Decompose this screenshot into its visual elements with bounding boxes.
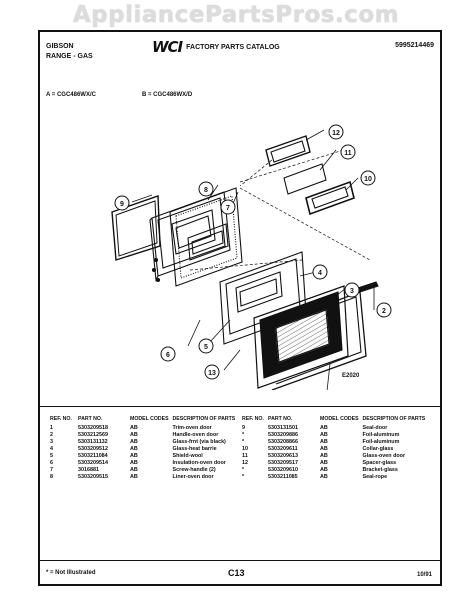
door-seal-part <box>111 195 161 261</box>
callout-2: 2 <box>376 302 392 318</box>
callout-9: 9 <box>114 195 130 211</box>
callout-6: 6 <box>160 346 176 362</box>
callout-11: 11 <box>340 144 356 160</box>
svg-text:7: 7 <box>226 205 230 212</box>
svg-text:5: 5 <box>204 344 208 351</box>
not-illustrated-note: * = Not Illustrated <box>46 570 96 576</box>
header-description: DESCRIPTION OF PARTS <box>362 416 426 422</box>
table-header-row: REF. NO. PART NO. MODEL CODES DESCRIPTIO… <box>48 416 249 425</box>
svg-text:2: 2 <box>382 308 386 315</box>
table-header-row: REF. NO. PART NO. MODEL CODES DESCRIPTIO… <box>240 416 435 425</box>
svg-text:13: 13 <box>208 370 216 377</box>
svg-text:4: 4 <box>318 270 322 277</box>
callout-5: 5 <box>198 338 214 354</box>
callout-3: 3 <box>344 282 360 298</box>
callout-13: 13 <box>204 364 220 380</box>
svg-text:9: 9 <box>120 201 124 208</box>
table-top-rule <box>40 406 440 407</box>
header-part: PART NO. <box>268 416 293 422</box>
product-category: RANGE - GAS <box>46 53 93 60</box>
watermark: AppliancePartsPros.com <box>72 2 400 28</box>
door-trim-part <box>267 291 367 390</box>
callout-7: 7 <box>220 199 236 215</box>
callout-4: 4 <box>312 264 328 280</box>
model-b: B = CGC486WX/D <box>142 92 193 98</box>
svg-text:11: 11 <box>344 150 352 157</box>
svg-text:6: 6 <box>166 352 170 359</box>
wci-logo: WCI <box>152 38 183 56</box>
figure-code: E2020 <box>342 373 360 379</box>
header-catalog: WCI FACTORY PARTS CATALOG <box>152 38 280 56</box>
exploded-door-diagram: 9 8 7 12 11 10 4 3 2 <box>111 124 392 390</box>
callout-10: 10 <box>360 170 376 186</box>
doc-number: 5995214469 <box>395 42 434 49</box>
header-ref: REF. NO. <box>242 416 264 422</box>
svg-text:8: 8 <box>204 187 208 194</box>
revision-date: 10/91 <box>416 572 432 578</box>
parts-catalog-page: GIBSON RANGE - GAS WCI FACTORY PARTS CAT… <box>38 30 442 586</box>
header-part: PART NO. <box>78 416 103 422</box>
screw-handle-part <box>151 257 161 283</box>
footer-rule <box>40 560 440 561</box>
header-brand-block: GIBSON RANGE - GAS <box>46 42 93 62</box>
model-a: A = CGC486WX/C <box>46 92 96 98</box>
parts-table-left: REF. NO. PART NO. MODEL CODES DESCRIPTIO… <box>48 416 249 481</box>
brand-name: GIBSON <box>46 43 74 50</box>
catalog-title: FACTORY PARTS CATALOG <box>186 43 280 51</box>
header-description: DESCRIPTION OF PARTS <box>172 416 236 422</box>
header-model-codes: MODEL CODES <box>320 416 359 422</box>
parts-table-right: REF. NO. PART NO. MODEL CODES DESCRIPTIO… <box>240 416 435 481</box>
callout-8: 8 <box>198 181 214 197</box>
header-ref: REF. NO. <box>50 416 72 422</box>
callout-12: 12 <box>328 124 344 140</box>
header-model-codes: MODEL CODES <box>130 416 169 422</box>
page-number: C13 <box>228 568 245 578</box>
svg-text:12: 12 <box>332 130 340 137</box>
front-glass-part <box>253 285 349 389</box>
window-glass-assembly <box>265 135 355 216</box>
door-insulation-part <box>169 187 243 287</box>
door-handle-part <box>357 281 379 293</box>
svg-text:10: 10 <box>364 176 372 183</box>
svg-text:3: 3 <box>350 288 354 295</box>
